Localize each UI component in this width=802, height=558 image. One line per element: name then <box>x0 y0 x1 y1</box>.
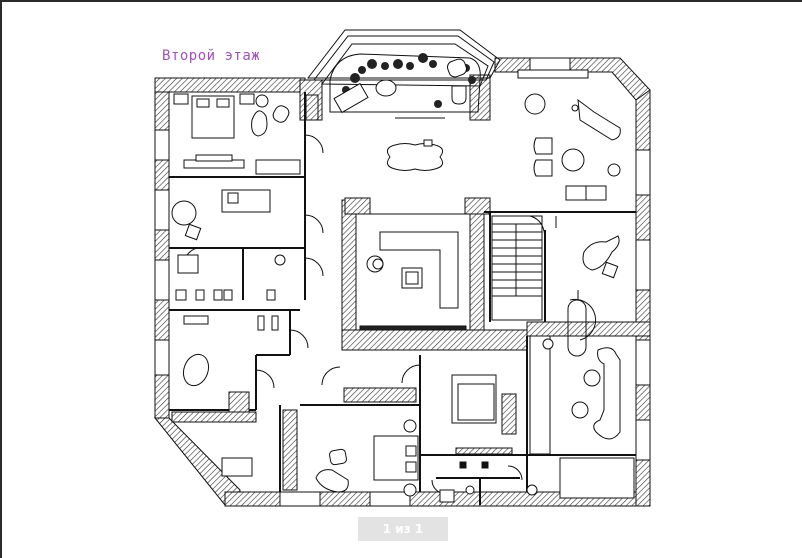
interior-walls <box>169 92 636 505</box>
doors <box>184 134 597 495</box>
bathroom-southwest-furniture <box>171 315 279 477</box>
viewer-frame-left <box>0 0 2 558</box>
family-room-furniture <box>529 335 635 499</box>
bathroom-south-small-furniture <box>439 484 538 503</box>
living-room-furniture <box>517 69 621 201</box>
windows <box>154 57 651 507</box>
bedroom-northwest-furniture <box>173 93 319 175</box>
bedroom-south-furniture <box>282 387 419 497</box>
atrium-furniture <box>355 213 471 331</box>
floor-title: Второй этаж <box>162 48 261 64</box>
viewer-frame-top <box>0 0 802 2</box>
dining-table <box>386 139 444 171</box>
lounge-furniture <box>451 374 517 469</box>
staircase <box>491 215 546 321</box>
page-counter: 1 из 1 <box>358 517 448 541</box>
office-furniture <box>555 216 620 300</box>
bay-furniture <box>333 58 468 114</box>
study-furniture <box>171 189 286 301</box>
